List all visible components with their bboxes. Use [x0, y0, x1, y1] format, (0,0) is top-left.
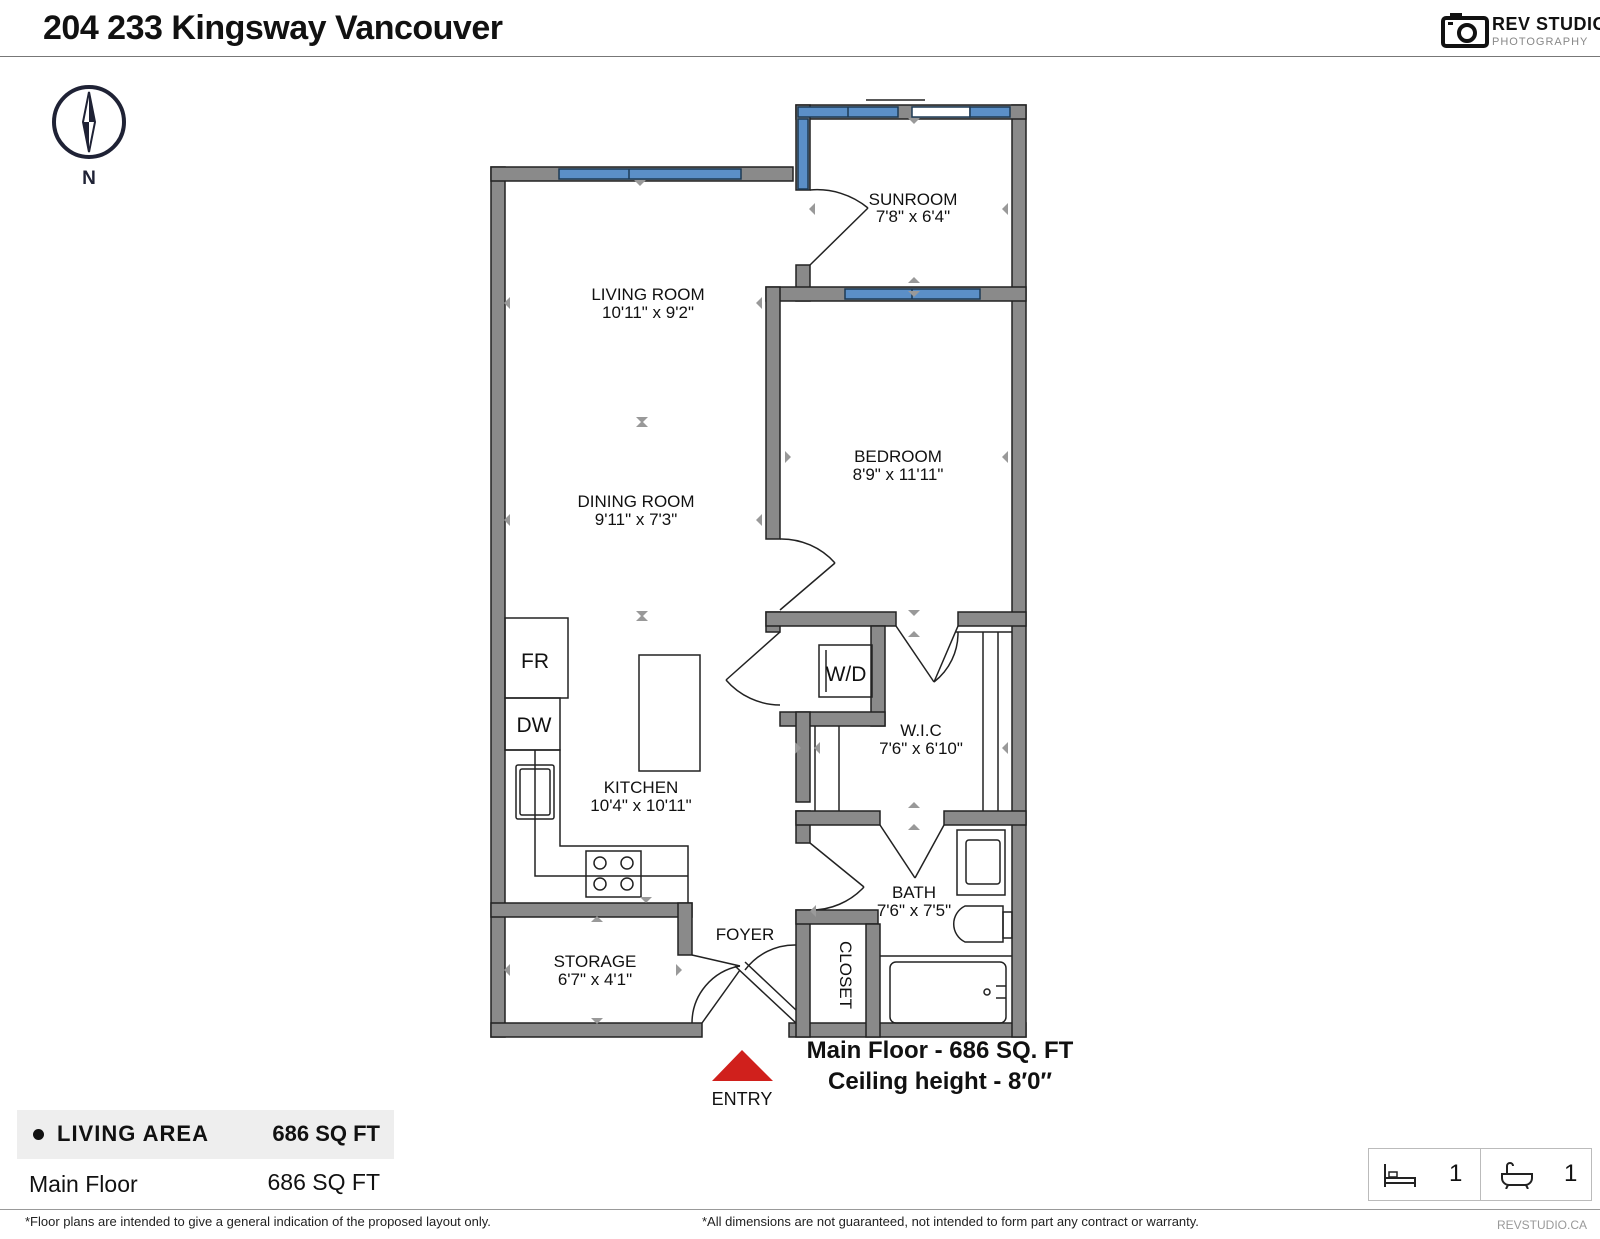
dims-dining-room: 9'11" x 7'3": [595, 510, 678, 529]
dims-bedroom: 8'9" x 11'11": [853, 465, 944, 484]
footer-disclaimer-layout: *Floor plans are intended to give a gene…: [25, 1214, 491, 1229]
washer-dryer: [818, 644, 873, 698]
sliding-door-sunroom: [911, 106, 971, 118]
summary-header-value: 686 SQ FT: [272, 1121, 380, 1146]
camera-icon: [1441, 13, 1489, 48]
kitchen-fixtures: [504, 617, 701, 903]
bath-vanity: [956, 829, 1006, 896]
summary-row-value: 686 SQ FT: [267, 1169, 380, 1195]
door-storage: [691, 954, 741, 967]
dims-kitchen: 10'4" x 10'11": [590, 796, 691, 815]
bath-sink: [965, 839, 1001, 885]
door-wic: [933, 625, 959, 683]
label-dishwasher: DW: [517, 714, 552, 737]
entry-arrow: [712, 1050, 773, 1081]
label-kitchen: KITCHEN: [604, 778, 679, 797]
summary-row-label: Main Floor: [29, 1171, 138, 1197]
label-washer-dryer: W/D: [826, 663, 867, 686]
logo-text: REV STUDIO: [1492, 14, 1600, 34]
dimension-markers: [504, 118, 1008, 1024]
wall-bedroom-west: [765, 286, 781, 540]
bathtub-icon: [1501, 1162, 1533, 1189]
other-fixtures: [814, 631, 1013, 1024]
summary-header-label: LIVING AREA: [57, 1121, 209, 1146]
floor-area-text: Main Floor - 686 SQ. FT: [806, 1037, 1074, 1064]
toilet: [953, 905, 1004, 943]
header-divider: [0, 56, 1600, 57]
wall-storage-north: [490, 902, 693, 918]
wall-wic-south-right: [943, 810, 1027, 826]
door-entry: [734, 965, 797, 1024]
door-bath-entry: [809, 842, 865, 888]
wall-laundry-east: [870, 625, 886, 727]
door-sunroom: [809, 207, 869, 266]
wall-east: [1011, 104, 1027, 1038]
label-bedroom: BEDROOM: [854, 447, 942, 466]
walls: [490, 104, 1027, 1038]
dims-bath: 7'6" x 7'5": [877, 901, 951, 920]
wall-closet-north: [795, 909, 879, 925]
floor-info: Main Floor - 686 SQ. FT Ceiling height -…: [800, 1035, 1080, 1097]
wall-storage-east: [677, 902, 693, 956]
ceiling-height-text: Ceiling height - 8′0″: [828, 1068, 1052, 1095]
counts-divider: [1480, 1149, 1481, 1200]
page-title: 204 233 Kingsway Vancouver: [43, 9, 503, 47]
label-entry: ENTRY: [712, 1089, 773, 1109]
window-sunroom-north-right: [969, 106, 1011, 118]
label-closet: CLOSET: [836, 941, 855, 1009]
dims-sunroom: 7'8" x 6'4": [876, 207, 950, 226]
label-sunroom: SUNROOM: [869, 190, 958, 209]
doors: [691, 188, 959, 1024]
kitchen-island: [638, 654, 701, 772]
door-bath: [879, 824, 916, 879]
cooktop: [585, 850, 642, 898]
label-storage: STORAGE: [554, 952, 637, 971]
footer-brand: REVSTUDIO.CA: [1496, 1218, 1587, 1232]
window-living: [558, 168, 742, 180]
label-wic: W.I.C: [900, 721, 942, 740]
compass-ring: [52, 85, 126, 159]
label-dining-room: DINING ROOM: [577, 492, 694, 511]
area-summary: LIVING AREA 686 SQ FT Main Floor 686 SQ …: [17, 1110, 394, 1207]
footer-divider: [0, 1209, 1600, 1210]
logo-subtext: PHOTOGRAPHY: [1492, 36, 1589, 48]
label-bath: BATH: [892, 883, 936, 902]
wall-wic-west: [795, 711, 811, 803]
wall-bedroom-south-right: [957, 611, 1027, 627]
label-foyer: FOYER: [716, 925, 775, 944]
bathroom-count: 1: [1564, 1160, 1578, 1187]
label-living-room: LIVING ROOM: [591, 285, 704, 304]
wall-wic-south-left: [795, 810, 881, 826]
brand-logo: REV STUDIO PHOTOGRAPHY: [1440, 10, 1600, 54]
bedroom-count: 1: [1449, 1160, 1463, 1187]
summary-header: LIVING AREA 686 SQ FT: [17, 1110, 394, 1159]
wall-closet-east: [865, 923, 881, 1038]
kitchen-sink: [515, 764, 555, 820]
room-counts: 1 1: [1368, 1148, 1592, 1201]
dims-wic: 7'6" x 6'10": [879, 739, 963, 758]
wall-bedroom-south-left: [765, 611, 897, 627]
counter: [505, 749, 689, 903]
bathtub: [889, 961, 1007, 1024]
label-fridge: FR: [521, 650, 549, 673]
summary-row: Main Floor 686 SQ FT: [17, 1159, 394, 1207]
wall-bath-west: [795, 909, 811, 1038]
bed-icon: [1384, 1164, 1416, 1187]
dims-storage: 6'7" x 4'1": [558, 970, 632, 989]
footer-disclaimer-dimensions: *All dimensions are not guaranteed, not …: [702, 1214, 1199, 1229]
dims-living-room: 10'11" x 9'2": [602, 303, 694, 322]
door-bedroom: [779, 562, 836, 611]
door-laundry: [725, 631, 781, 681]
compass-north-label: N: [82, 168, 96, 189]
bullet-icon: [33, 1129, 44, 1140]
wall-south-left: [490, 1022, 703, 1038]
window-sunroom-west: [797, 118, 809, 190]
compass: N: [50, 84, 130, 193]
